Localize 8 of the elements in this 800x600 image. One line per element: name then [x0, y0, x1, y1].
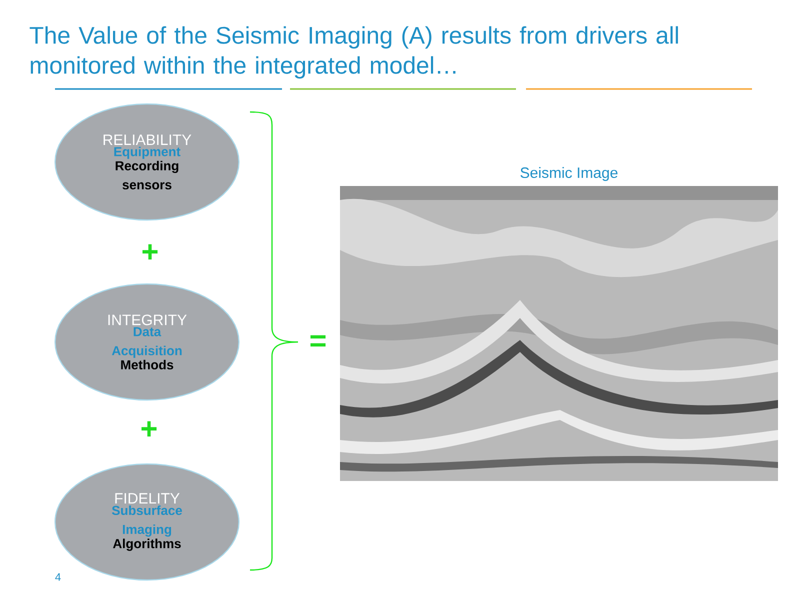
equals-sign: = [310, 335, 326, 347]
ellipse-node: INTEGRITY Data Acquisition Methods [54, 283, 240, 401]
plus-sign: + [142, 421, 157, 436]
page-number: 4 [55, 573, 61, 581]
image-caption: Seismic Image [520, 167, 618, 181]
title: The Value of the Seismic Imaging (A) results from drivers all monitored within the integrated model… [30, 26, 678, 79]
plus-sign: + [142, 244, 158, 260]
ellipse-node: RELIABILITY Equipment Recording sensors [54, 103, 240, 221]
